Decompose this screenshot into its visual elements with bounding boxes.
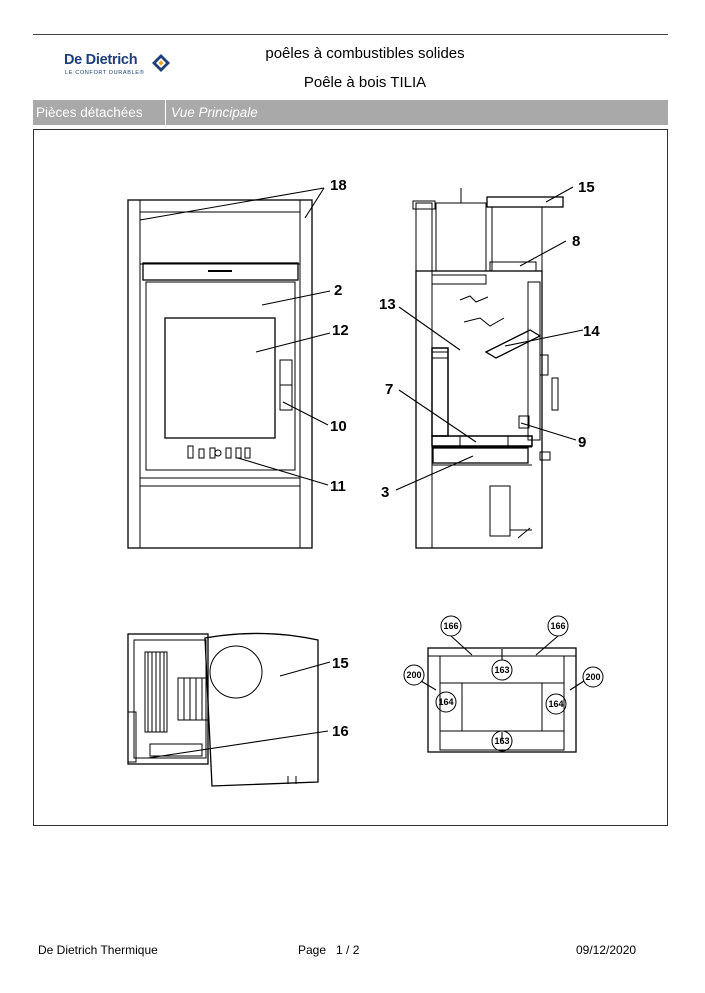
part-label-200-right: 200: [585, 672, 600, 682]
part-label-14: 14: [583, 323, 600, 340]
front-view: [127, 199, 313, 549]
product-model: Poêle à bois TILIA: [303, 74, 427, 91]
product-category: poêles à combustibles solides: [265, 45, 465, 62]
part-label-164-right: 164: [548, 699, 563, 709]
rear-view: [127, 632, 319, 787]
part-label-8: 8: [572, 233, 580, 250]
part-label-164-left: 164: [438, 697, 453, 707]
brand-tagline: LE CONFORT DURABLE®: [65, 70, 145, 76]
part-label-11: 11: [330, 478, 346, 495]
part-label-15: 15: [578, 179, 595, 196]
brand-logo: De Dietrich LE CONFORT DURABLE®: [64, 52, 174, 84]
footer-page-number: 1 / 2: [336, 943, 360, 957]
section-title: Pièces détachées: [33, 100, 166, 125]
part-label-10: 10: [330, 418, 347, 435]
section-view: [412, 188, 564, 549]
part-label-15-rear: 15: [332, 655, 349, 672]
part-label-18: 18: [330, 177, 347, 194]
part-label-12: 12: [332, 322, 349, 339]
part-label-7: 7: [385, 381, 393, 398]
exploded-view-frame: [33, 129, 668, 826]
part-label-163-top: 163: [494, 665, 509, 675]
part-label-16: 16: [332, 723, 349, 740]
footer-company: De Dietrich Thermique: [38, 943, 158, 957]
view-title: Vue Principale: [171, 105, 258, 120]
brand-name: De Dietrich: [64, 52, 138, 68]
footer-page: Page 1 / 2: [298, 943, 359, 957]
diamond-logo-icon: [152, 54, 170, 72]
part-label-166-left: 166: [443, 621, 458, 631]
section-bar: Pièces détachées Vue Principale: [33, 100, 668, 125]
footer-page-word: Page: [298, 943, 327, 957]
header-rule: [33, 34, 668, 35]
part-label-166-right: 166: [550, 621, 565, 631]
part-label-163-bottom: 163: [494, 736, 509, 746]
part-label-3: 3: [381, 484, 389, 501]
footer-date: 09/12/2020: [576, 943, 637, 957]
part-label-2: 2: [334, 282, 342, 299]
part-label-9: 9: [578, 434, 586, 451]
part-label-200-left: 200: [406, 670, 421, 680]
part-label-13: 13: [379, 296, 396, 313]
